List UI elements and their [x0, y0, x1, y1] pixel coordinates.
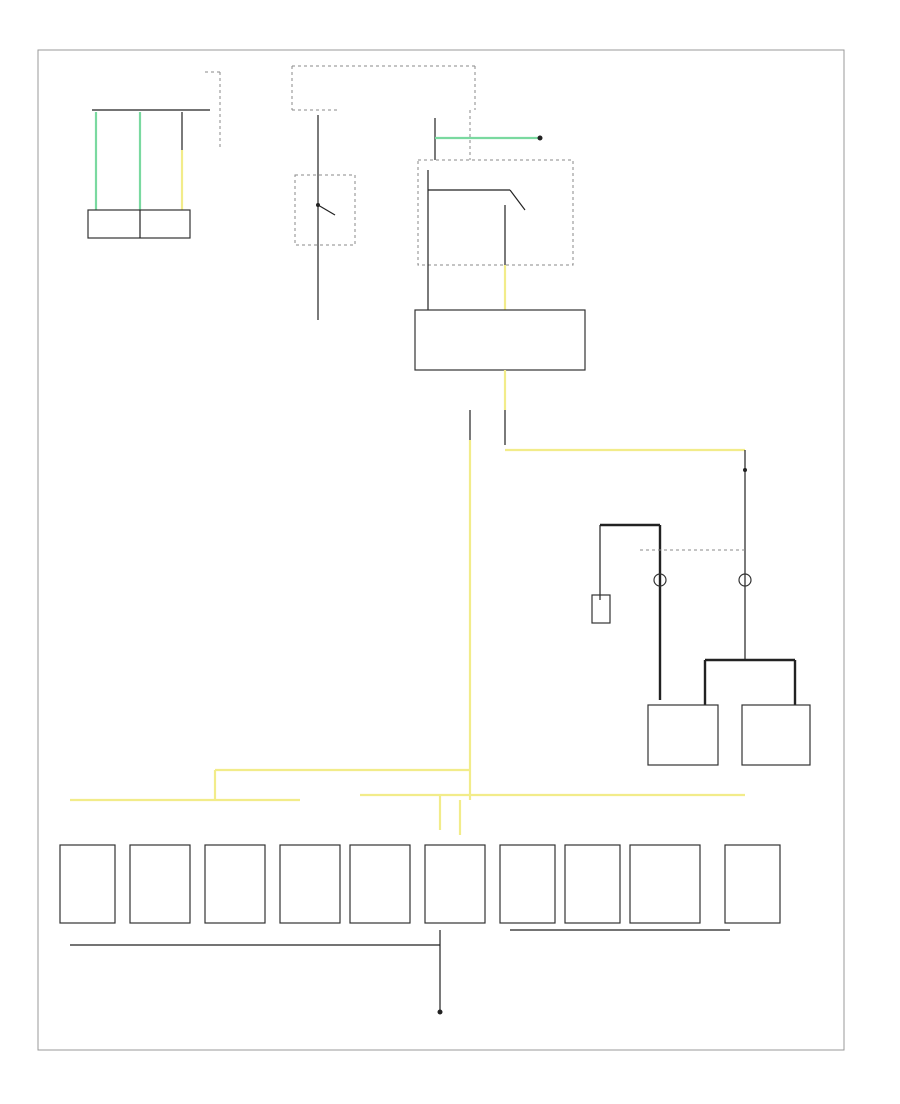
main-feed-wires [468, 370, 747, 800]
component-box-4 [279, 844, 341, 924]
splice-dot [743, 468, 747, 472]
right-speaker-box [741, 704, 811, 766]
bottom-bus [70, 768, 745, 835]
control-module-box [414, 309, 586, 371]
component-box-10 [724, 844, 781, 924]
component-box-8 [564, 844, 621, 924]
right-cluster [591, 523, 811, 766]
relay-dashed-box [417, 159, 574, 266]
right-bulb-icon [738, 573, 752, 587]
switch-circuit [291, 65, 476, 320]
component-box-1 [59, 844, 116, 924]
left-speaker-box [647, 704, 719, 766]
ground-circuit [70, 929, 730, 1015]
relay-circuit [414, 110, 586, 371]
switch-box [294, 174, 356, 246]
component-box-7 [499, 844, 556, 924]
bottom-components [59, 844, 781, 924]
component-box-2 [129, 844, 191, 924]
ground-icon [437, 1009, 443, 1015]
component-box-3 [204, 844, 266, 924]
left-bulb-icon [653, 573, 667, 587]
right-ground-switch [591, 594, 611, 624]
diagram-border [37, 49, 845, 1051]
component-box-9 [629, 844, 701, 924]
top-left-connector-box [87, 209, 191, 239]
switch-contact-dot [316, 203, 320, 207]
component-box-5 [349, 844, 411, 924]
component-box-6 [424, 844, 486, 924]
green-wire-terminal [537, 135, 543, 141]
top-left-circuit [87, 71, 221, 239]
